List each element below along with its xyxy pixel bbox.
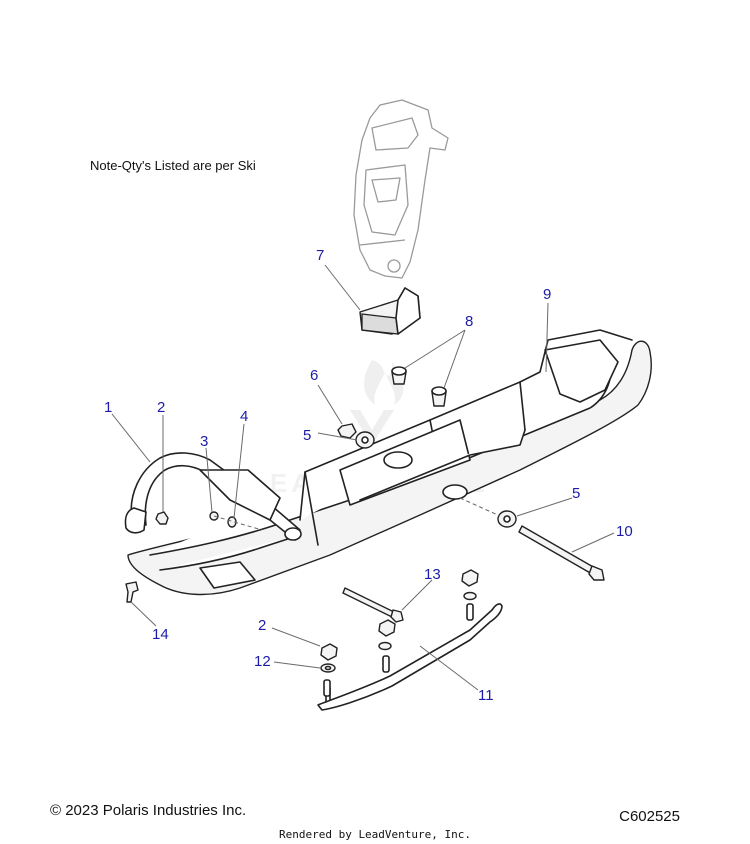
callout-7: 7 [316, 247, 324, 264]
callout-11: 11 [478, 687, 494, 704]
callout-3: 3 [200, 433, 208, 450]
callout-8: 8 [465, 313, 473, 330]
copyright-text: © 2023 Polaris Industries Inc. [50, 802, 247, 819]
callout-2-lower: 2 [258, 617, 266, 634]
callout-6: 6 [310, 367, 318, 384]
callout-5-upper: 5 [303, 427, 311, 444]
callout-2-upper: 2 [157, 399, 165, 416]
callout-14: 14 [152, 626, 169, 643]
render-credit: Rendered by LeadVenture, Inc. [278, 828, 472, 841]
leader-lines [111, 264, 615, 691]
callout-1: 1 [104, 399, 112, 416]
callout-10: 10 [616, 523, 633, 540]
callout-4: 4 [240, 408, 248, 425]
hardware-parts [125, 366, 605, 673]
carbide-runner [317, 603, 503, 711]
ski-spindle [353, 99, 449, 279]
callout-5-lower: 5 [572, 485, 580, 502]
ski-loop-handle [124, 452, 302, 541]
spindle-bumper-part [359, 287, 421, 335]
callout-9: 9 [543, 286, 551, 303]
callout-labels: 1 2 3 4 5 5 6 7 8 9 10 11 12 13 14 2 [104, 247, 633, 704]
diagram-code: C602525 [619, 808, 680, 825]
diagram-note: Note-Qty's Listed are per Ski [90, 158, 256, 173]
callout-13: 13 [424, 566, 441, 583]
callout-12: 12 [254, 653, 271, 670]
